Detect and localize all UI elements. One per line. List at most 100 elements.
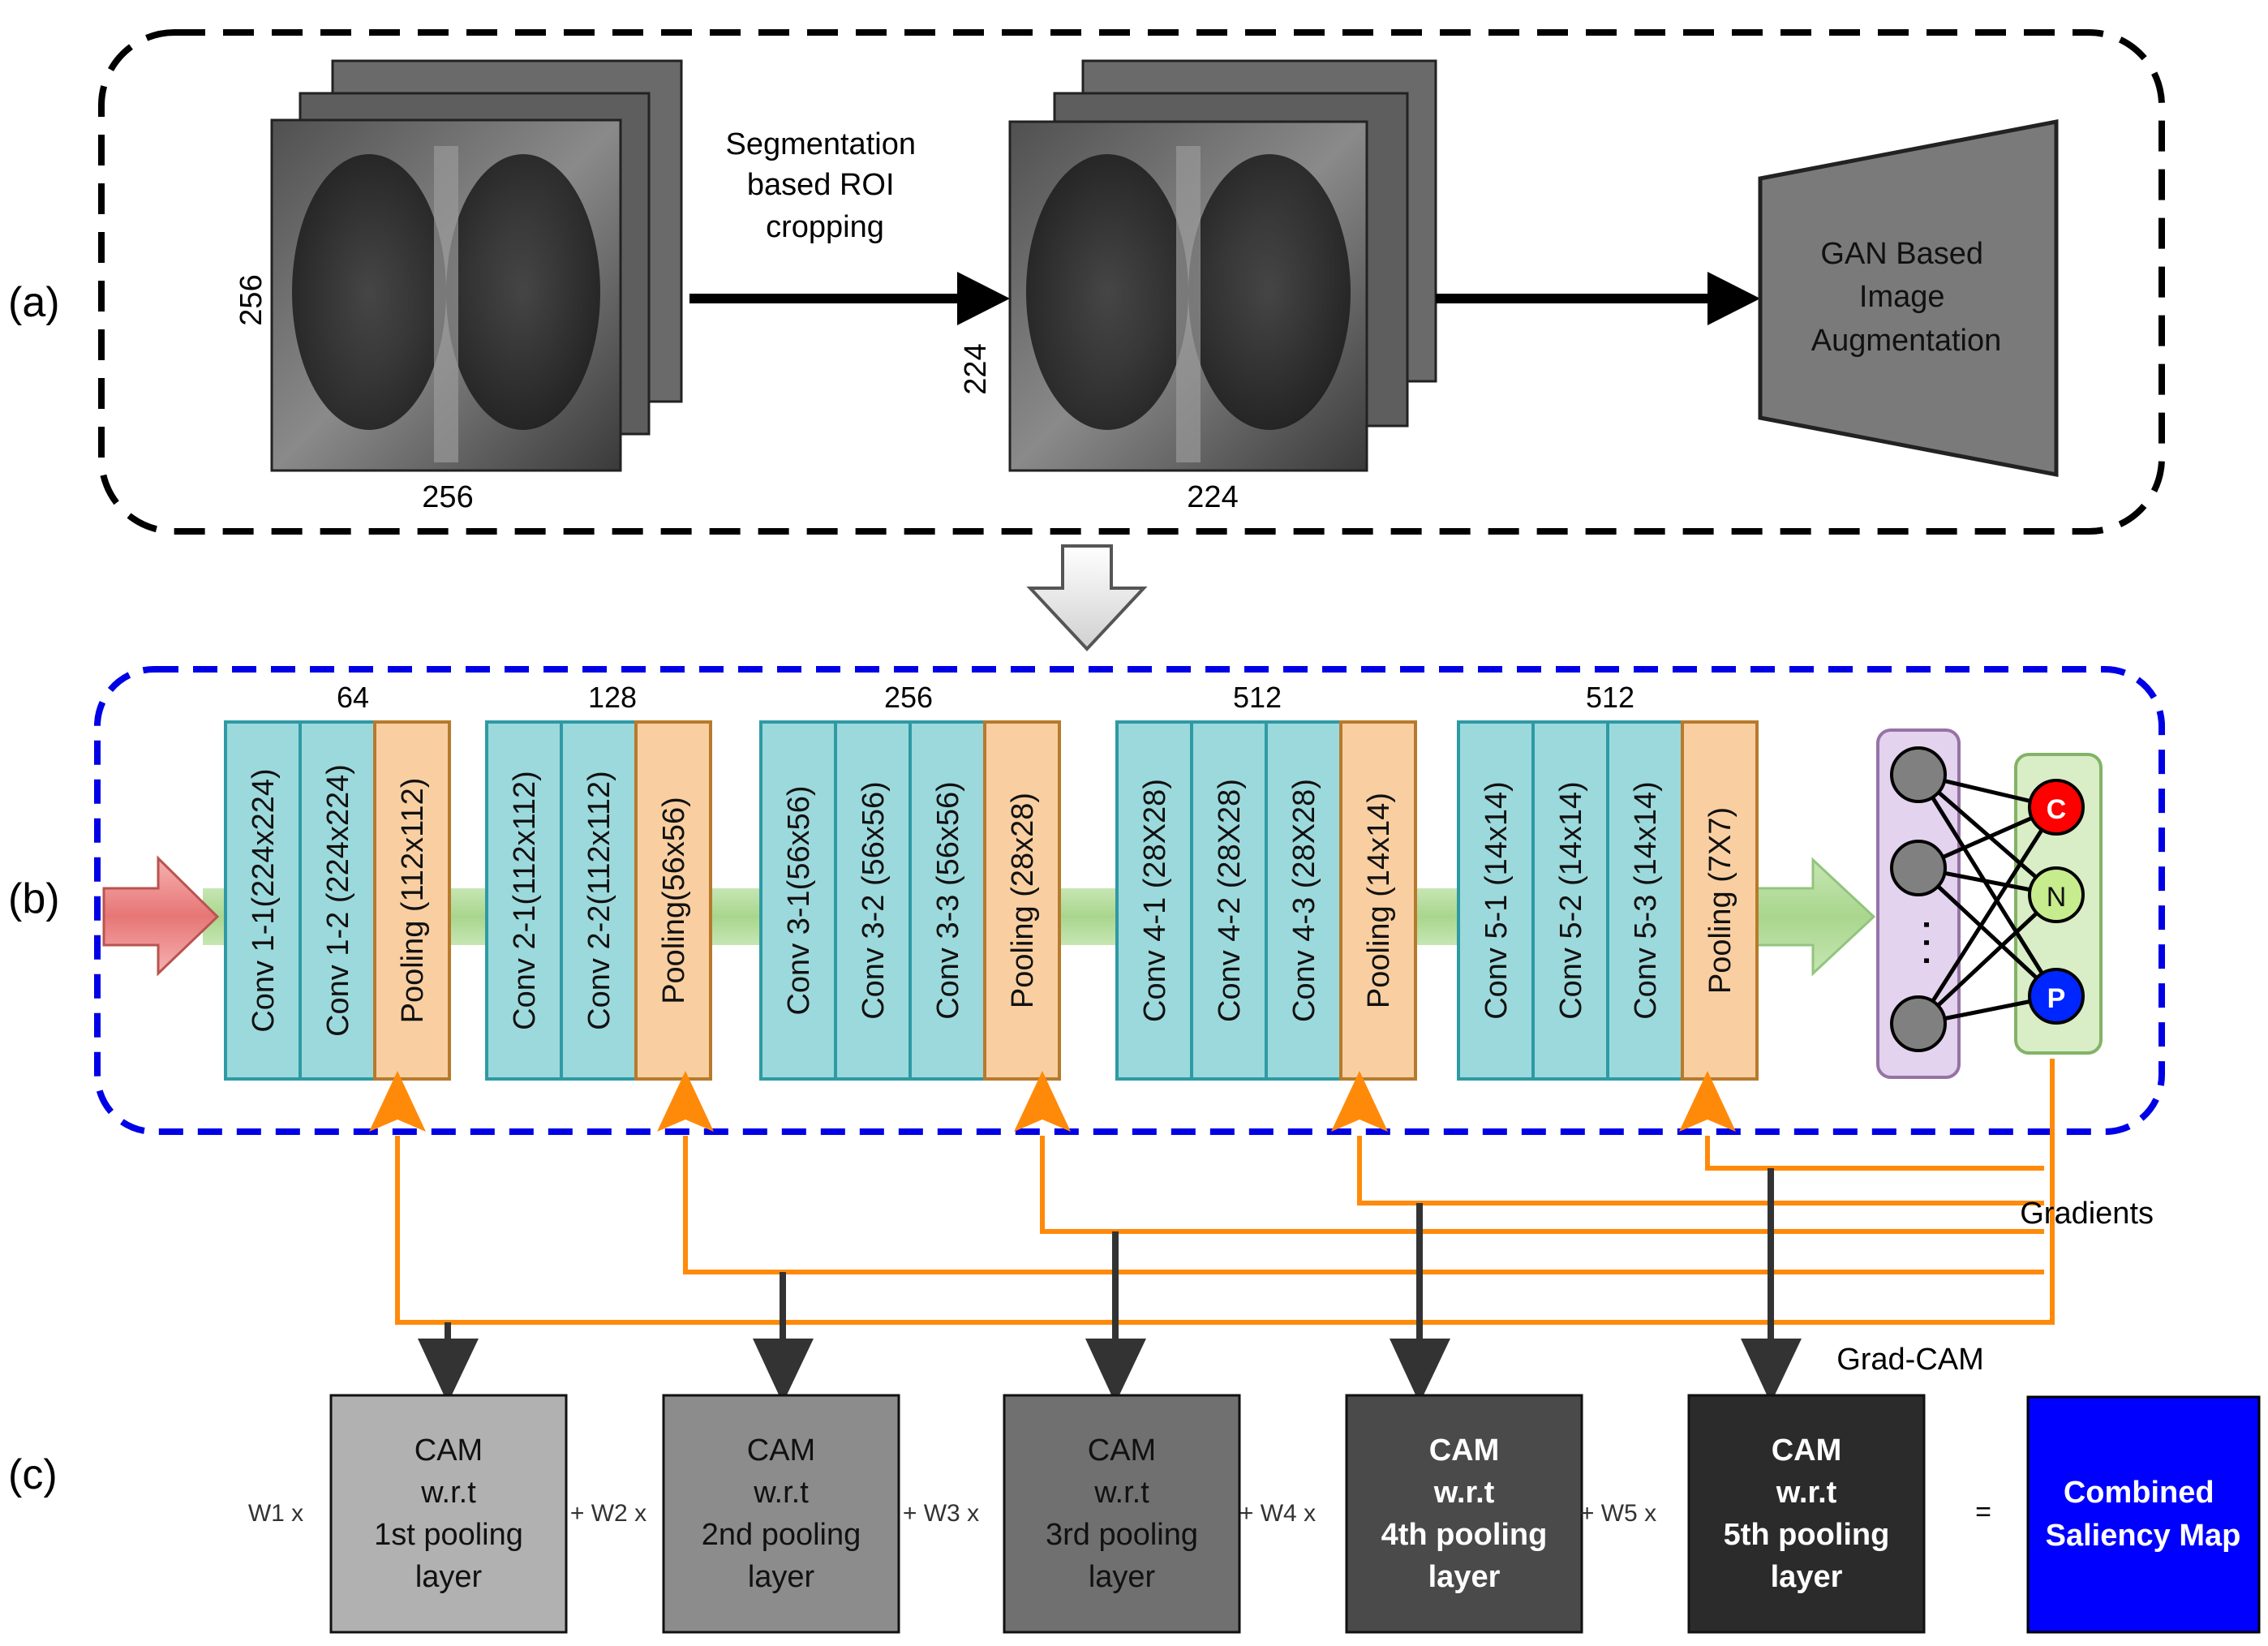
output-node-n bbox=[2028, 866, 2085, 923]
block-channels-3: 256 bbox=[884, 681, 933, 714]
crop-caption-line-2: based ROI bbox=[747, 168, 895, 202]
pooling-layer-3-4 bbox=[983, 720, 1061, 1081]
crop-arrow bbox=[689, 272, 1010, 325]
vgg-frame bbox=[94, 666, 2165, 1135]
combined-saliency-map bbox=[2026, 1395, 2261, 1634]
cam-box-5 bbox=[1687, 1394, 1926, 1634]
input-height-label: 256 bbox=[234, 274, 268, 325]
panel-label-a: (a) bbox=[8, 279, 60, 326]
cropped-height-label: 224 bbox=[959, 343, 993, 394]
combined-label: Combined Saliency Map bbox=[2046, 1476, 2241, 1553]
conv-layer-4-3 bbox=[1265, 720, 1342, 1081]
pooling-layer-1-3 bbox=[373, 720, 451, 1081]
cam-label-5-line-1: CAM bbox=[1772, 1433, 1842, 1468]
conv-layer-4-2 bbox=[1190, 720, 1268, 1081]
conv-label-3-2: Conv 3-2 (56x56) bbox=[857, 781, 891, 1020]
cam-label-5-line-4: layer bbox=[1771, 1560, 1843, 1594]
pooling-label-2-3: Pooling(56x56) bbox=[657, 797, 691, 1004]
crop-caption-line-1: Segmentation bbox=[725, 127, 916, 161]
pooling-layer-4-4 bbox=[1339, 720, 1417, 1081]
cam-box-2 bbox=[662, 1394, 900, 1634]
pooling-layer-5-4 bbox=[1681, 720, 1759, 1081]
conv-layer-5-2 bbox=[1531, 720, 1609, 1081]
stage-transition-arrow bbox=[1026, 544, 1148, 651]
gan-label: GAN Based Image Augmentation bbox=[1811, 237, 2002, 358]
block-channels-2: 128 bbox=[588, 681, 637, 714]
conv-label-2-2: Conv 2-2(112x112) bbox=[582, 771, 616, 1030]
gan-augmentation-block bbox=[1758, 118, 2059, 478]
output-label-p: P bbox=[2047, 983, 2066, 1014]
weight-label-2: + W2 x bbox=[570, 1500, 646, 1527]
feature-flow-bar bbox=[203, 857, 1876, 977]
conv-label-2-1: Conv 2-1(112x112) bbox=[508, 771, 542, 1030]
panel-label-b: (b) bbox=[8, 875, 60, 922]
crop-caption: Segmentation based ROI cropping bbox=[725, 127, 924, 244]
conv-label-5-1: Conv 5-1 (14x14) bbox=[1480, 781, 1514, 1020]
output-node-p bbox=[2028, 968, 2085, 1025]
cam-label-2-line-4: layer bbox=[748, 1560, 815, 1594]
conv-layer-3-3 bbox=[908, 720, 986, 1081]
conv-layer-1-2 bbox=[299, 720, 376, 1081]
gan-label-line-3: Augmentation bbox=[1811, 324, 2002, 358]
equals-sign: = bbox=[1975, 1497, 1991, 1528]
pooling-label-5-4: Pooling (7X7) bbox=[1703, 807, 1738, 994]
combined-label-line-1: Combined bbox=[2064, 1476, 2214, 1510]
conv-layer-5-1 bbox=[1457, 720, 1535, 1081]
cam-label-1-line-1: CAM bbox=[415, 1433, 483, 1468]
conv-label-4-2: Conv 4-2 (28X28) bbox=[1213, 779, 1247, 1022]
conv-label-5-2: Conv 5-2 (14x14) bbox=[1554, 781, 1588, 1020]
block-channels-1: 64 bbox=[337, 681, 369, 714]
cam-label-4-line-3: 4th pooling bbox=[1381, 1518, 1548, 1552]
cam-label-3-line-2: w.r.t bbox=[1093, 1476, 1149, 1510]
input-arrow bbox=[102, 855, 220, 977]
input-xray-stack bbox=[270, 59, 683, 472]
gradcam-label: Grad-CAM bbox=[1836, 1343, 1984, 1377]
weight-label-4: + W4 x bbox=[1239, 1500, 1316, 1527]
dense-neuron bbox=[1890, 746, 1947, 803]
cropped-xray-stack bbox=[1008, 59, 1437, 472]
gradient-arrowheads bbox=[369, 1071, 1736, 1132]
cam-label-2-line-2: w.r.t bbox=[753, 1476, 809, 1510]
block-channels-5: 512 bbox=[1586, 681, 1634, 714]
conv-layer-3-1 bbox=[759, 720, 837, 1081]
conv-layer-4-1 bbox=[1115, 720, 1193, 1081]
conv-layer-2-1 bbox=[485, 720, 563, 1081]
cam-box-1 bbox=[329, 1394, 568, 1634]
conv-label-4-1: Conv 4-1 (28X28) bbox=[1138, 779, 1172, 1022]
gradients-label: Gradients bbox=[2020, 1197, 2154, 1231]
cam-label-4-line-2: w.r.t bbox=[1433, 1476, 1495, 1510]
cam-label-1-line-3: 1st pooling bbox=[374, 1518, 523, 1552]
cam-label-2-line-1: CAM bbox=[747, 1433, 815, 1468]
output-label-n: N bbox=[2047, 882, 2067, 913]
pooling-label-4-4: Pooling (14x14) bbox=[1362, 793, 1396, 1008]
conv-label-5-3: Conv 5-3 (14x14) bbox=[1629, 781, 1663, 1020]
input-width-label: 256 bbox=[422, 480, 473, 514]
conv-label-3-1: Conv 3-1(56x56) bbox=[782, 785, 816, 1015]
cam-label-1-line-4: layer bbox=[415, 1560, 483, 1594]
crop-caption-line-3: cropping bbox=[766, 210, 884, 244]
cam-label-4-line-1: CAM bbox=[1429, 1433, 1500, 1468]
conv-layer-3-2 bbox=[834, 720, 912, 1081]
gradcam-lines bbox=[445, 1168, 1774, 1343]
cam-label-5-line-2: w.r.t bbox=[1776, 1476, 1837, 1510]
weight-label-3: + W3 x bbox=[903, 1500, 979, 1527]
cam-box-3 bbox=[1003, 1394, 1241, 1634]
conv-label-3-3: Conv 3-3 (56x56) bbox=[931, 781, 965, 1020]
cam-label-2-line-3: 2nd pooling bbox=[702, 1518, 861, 1552]
gan-label-line-1: GAN Based bbox=[1820, 237, 1983, 271]
conv-label-4-3: Conv 4-3 (28X28) bbox=[1287, 779, 1321, 1022]
cam-box-4 bbox=[1345, 1394, 1583, 1634]
conv-label-1-1: Conv 1-1(224x224) bbox=[247, 768, 281, 1032]
cropped-width-label: 224 bbox=[1187, 480, 1238, 514]
cam-label-4-line-4: layer bbox=[1428, 1560, 1501, 1594]
dense-neuron bbox=[1890, 995, 1947, 1052]
conv-label-1-2: Conv 1-2 (224x224) bbox=[321, 764, 355, 1037]
cam-label-3-line-1: CAM bbox=[1088, 1433, 1156, 1468]
dense-neuron bbox=[1890, 840, 1947, 896]
cam-label-3-line-4: layer bbox=[1089, 1560, 1156, 1594]
gan-arrow bbox=[1436, 272, 1760, 325]
gradient-lines bbox=[395, 1059, 2055, 1325]
dense-ellipsis: . . . bbox=[1901, 920, 1936, 965]
